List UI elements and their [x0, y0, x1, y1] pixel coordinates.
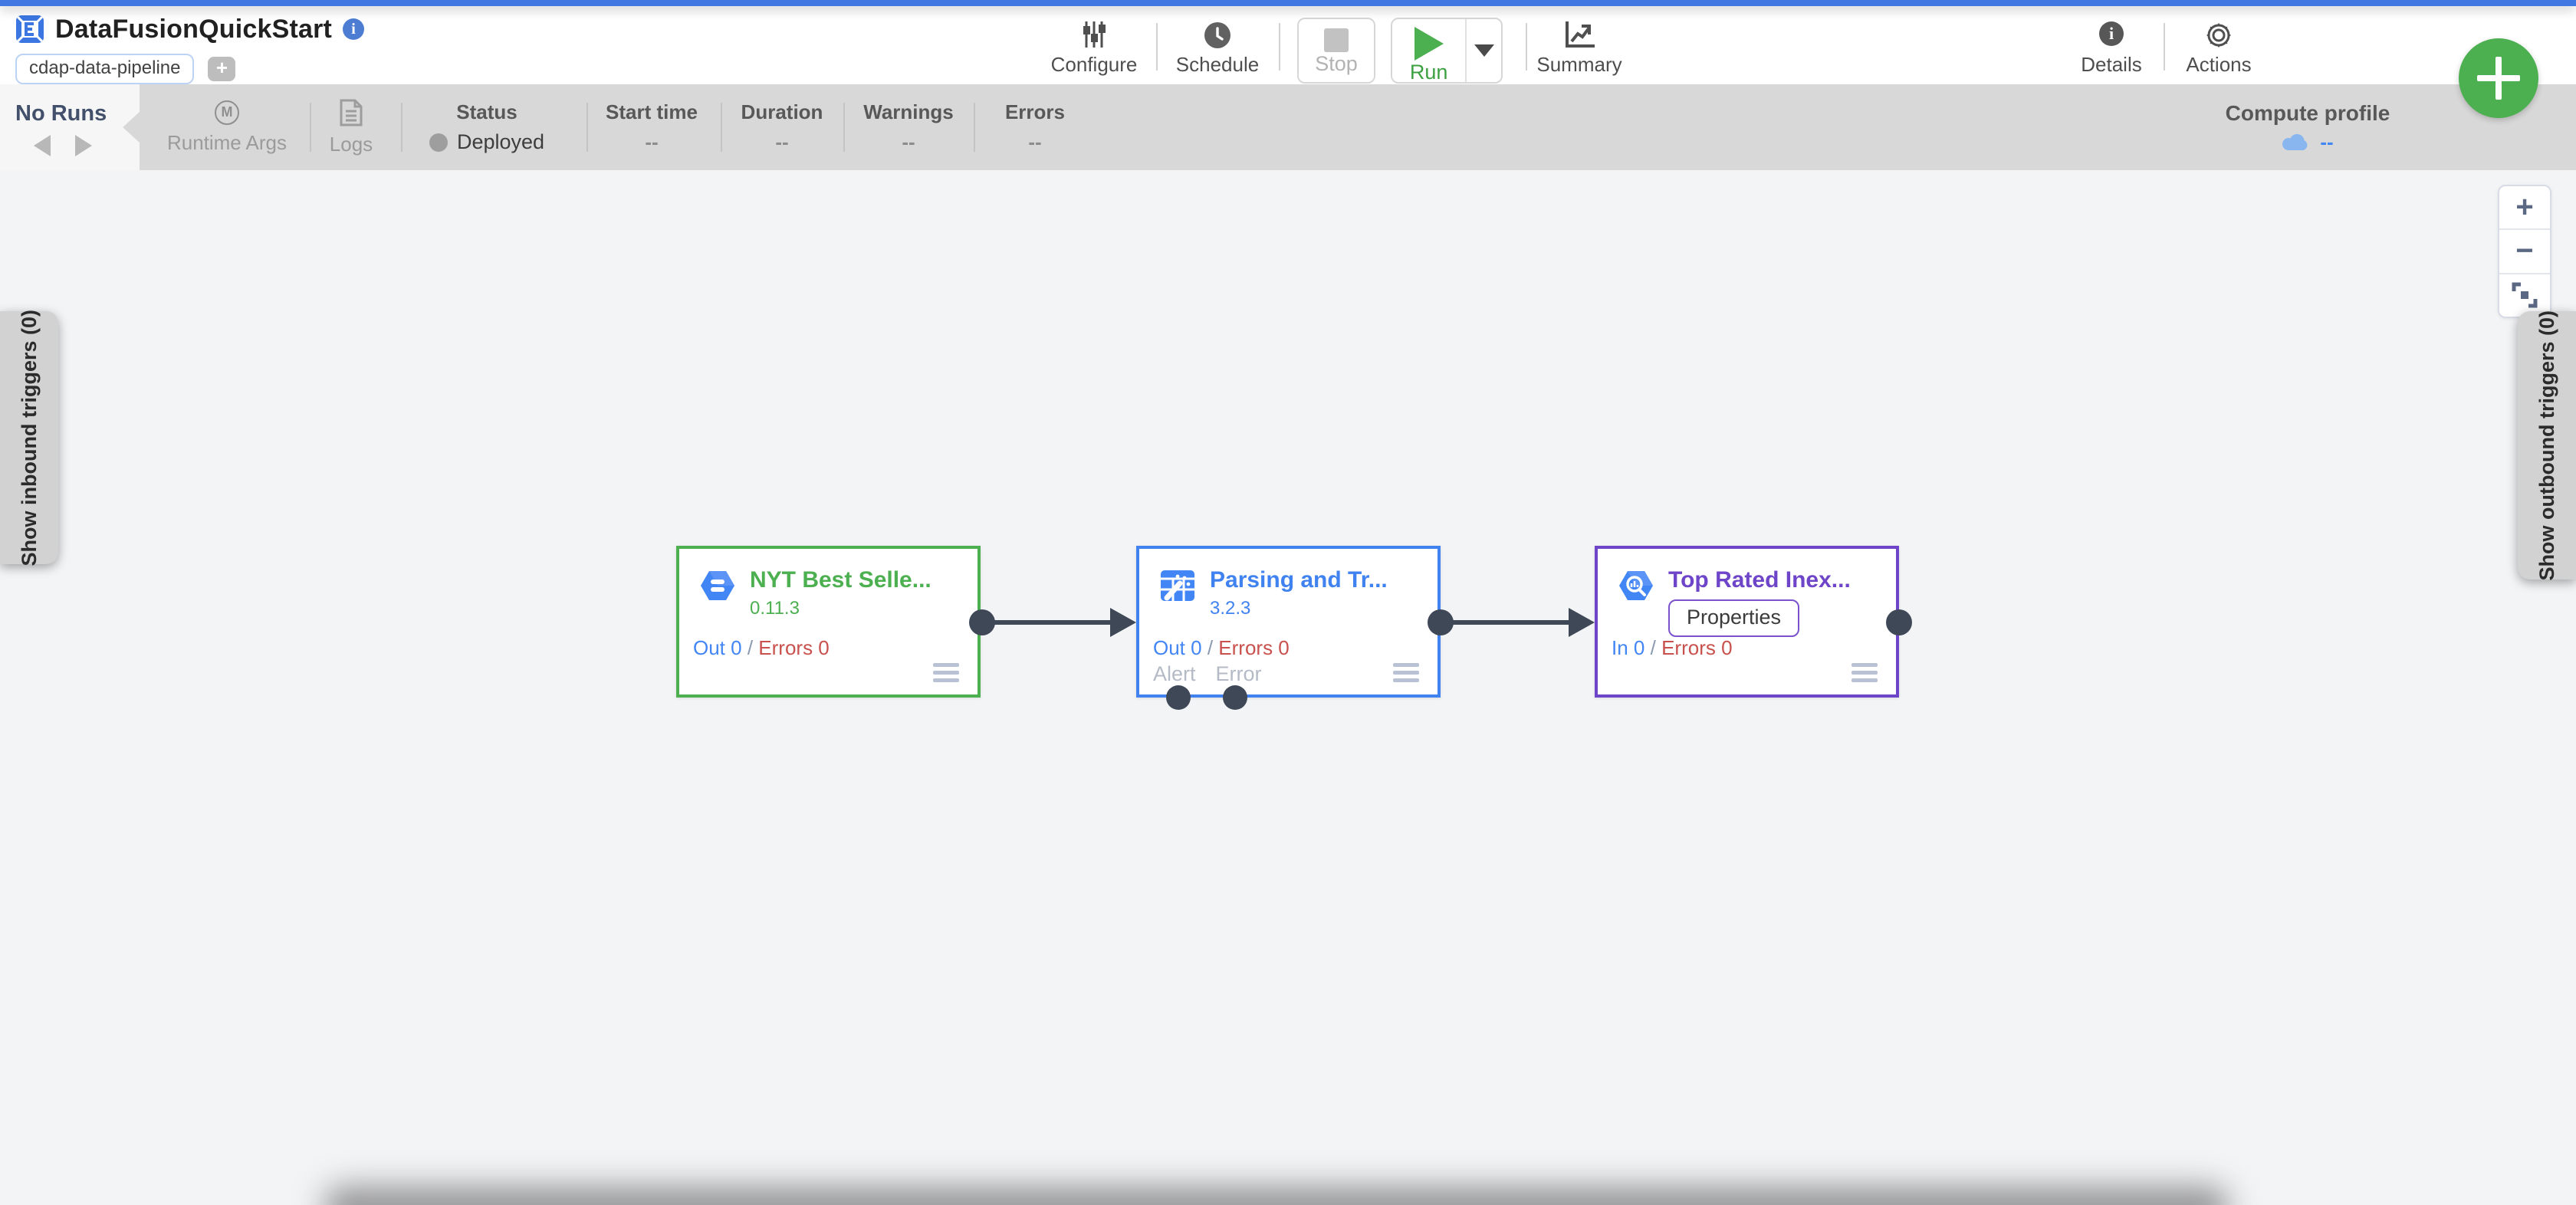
toolbar-divider [2164, 23, 2165, 71]
fit-to-screen-icon [2512, 282, 2538, 308]
runtime-args-button[interactable]: M Runtime Args [166, 84, 288, 170]
node-title: Parsing and Tr... [1210, 567, 1388, 593]
node-out-metric[interactable]: Out 0 [1153, 636, 1202, 659]
database-hexagon-icon [701, 571, 734, 600]
status-label: Status [456, 100, 518, 123]
chevron-down-icon [1474, 44, 1494, 57]
info-filled-icon: i [2099, 21, 2124, 46]
alert-port-label: Alert [1153, 662, 1196, 685]
outbound-triggers-tab[interactable]: Show outbound triggers (0) [2518, 310, 2576, 580]
metric-errors: Errors -- [1004, 100, 1066, 153]
no-runs-label: No Runs [15, 101, 107, 126]
node-version: 3.2.3 [1210, 598, 1251, 619]
edge-arrowhead [1110, 608, 1136, 637]
runs-bar-divider [721, 103, 722, 152]
status-section: Status Deployed [414, 84, 560, 170]
fit-to-screen-button[interactable] [2499, 274, 2550, 317]
node-menu-button[interactable] [1393, 663, 1419, 682]
runs-bar-divider [401, 103, 402, 152]
run-button[interactable]: Run [1392, 19, 1465, 84]
run-options-dropdown[interactable] [1467, 19, 1501, 82]
node-in-metric[interactable]: In 0 [1612, 636, 1645, 659]
node-properties-button[interactable]: Properties [1668, 599, 1800, 637]
run-group-divider [1465, 19, 1467, 82]
sliders-icon [1083, 21, 1106, 48]
node-title: Top Rated Inex... [1668, 567, 1851, 593]
plus-icon [2496, 57, 2502, 100]
node-menu-button[interactable] [1852, 663, 1878, 682]
error-port-label: Error [1215, 662, 1262, 685]
top-accent-strip [0, 0, 2576, 6]
engine-tag: cdap-data-pipeline [15, 54, 195, 84]
node-menu-button[interactable] [933, 663, 959, 682]
metric-start-time: Start time -- [606, 100, 698, 153]
bigquery-hexagon-icon [1619, 571, 1653, 600]
runs-status-bar: No Runs M Runtime Args Logs Status Deplo… [0, 84, 2576, 170]
configure-button[interactable]: Configure [1043, 17, 1145, 83]
node-nyt-best-sellers[interactable]: NYT Best Selle... 0.11.3 Out 0 / Errors … [676, 546, 981, 698]
summary-button[interactable]: Summary [1530, 17, 1628, 83]
zoom-out-button[interactable]: − [2499, 230, 2550, 274]
compute-profile-value: -- [2320, 130, 2334, 153]
pipeline-info-icon[interactable]: i [343, 18, 365, 40]
runs-bar-divider [586, 103, 588, 152]
node-errors-metric[interactable]: Errors 0 [758, 636, 830, 659]
play-icon [1414, 27, 1444, 61]
macro-m-icon: M [215, 100, 239, 125]
zoom-in-button[interactable]: + [2499, 186, 2550, 231]
inbound-triggers-tab[interactable]: Show inbound triggers (0) [0, 310, 58, 566]
metric-warnings: Warnings -- [863, 100, 954, 153]
runs-bar-divider [843, 103, 845, 152]
node-top-rated-sink[interactable]: Top Rated Inex... Properties In 0 / Erro… [1595, 546, 1899, 698]
no-runs-tab [0, 84, 140, 170]
node-errors-metric[interactable]: Errors 0 [1218, 636, 1290, 659]
canvas-zoom-controls: + − [2498, 185, 2551, 318]
gear-icon [2206, 23, 2231, 48]
compute-profile-section[interactable]: Compute profile -- [2225, 100, 2390, 153]
node-title: NYT Best Selle... [750, 567, 932, 593]
add-pipeline-fab[interactable] [2459, 38, 2538, 118]
status-badge: Deployed [456, 130, 545, 153]
wrangler-grid-wand-icon [1161, 570, 1194, 601]
runs-bar-divider [310, 103, 311, 152]
logs-document-icon [340, 99, 363, 126]
run-button-group: Run [1391, 18, 1503, 84]
node-parsing-transform[interactable]: Parsing and Tr... 3.2.3 Out 0 / Errors 0… [1136, 546, 1441, 698]
previous-run-arrow-icon[interactable] [34, 135, 51, 156]
stop-icon [1324, 28, 1349, 52]
metric-duration: Duration -- [741, 100, 823, 153]
status-dot-icon [429, 133, 448, 152]
add-tag-button[interactable]: + [208, 57, 236, 81]
runs-bar-divider [974, 103, 975, 152]
chart-summary-icon [1566, 21, 1595, 48]
cdap-logo-icon [16, 15, 44, 43]
pipeline-canvas[interactable]: + − NYT Best Selle... 0.11.3 Out 0 [0, 170, 2576, 1205]
details-button[interactable]: i Details [2072, 17, 2151, 83]
node-out-metric[interactable]: Out 0 [693, 636, 742, 659]
toolbar-divider [1156, 23, 1158, 71]
stop-button[interactable]: Stop [1297, 18, 1375, 84]
schedule-button[interactable]: Schedule [1167, 17, 1268, 83]
pipeline-header: DataFusionQuickStart i cdap-data-pipelin… [0, 6, 2576, 84]
edge-arrowhead [1569, 608, 1595, 637]
logs-button[interactable]: Logs [317, 84, 385, 170]
node-errors-metric[interactable]: Errors 0 [1661, 636, 1733, 659]
next-run-arrow-icon[interactable] [75, 135, 92, 156]
cloud-icon [2282, 133, 2308, 150]
clock-icon [1204, 22, 1230, 48]
toolbar-divider [1526, 23, 1527, 71]
actions-button[interactable]: Actions [2174, 17, 2263, 83]
toolbar-divider [1279, 23, 1280, 71]
node-version: 0.11.3 [750, 598, 800, 619]
page-title: DataFusionQuickStart [55, 14, 333, 44]
